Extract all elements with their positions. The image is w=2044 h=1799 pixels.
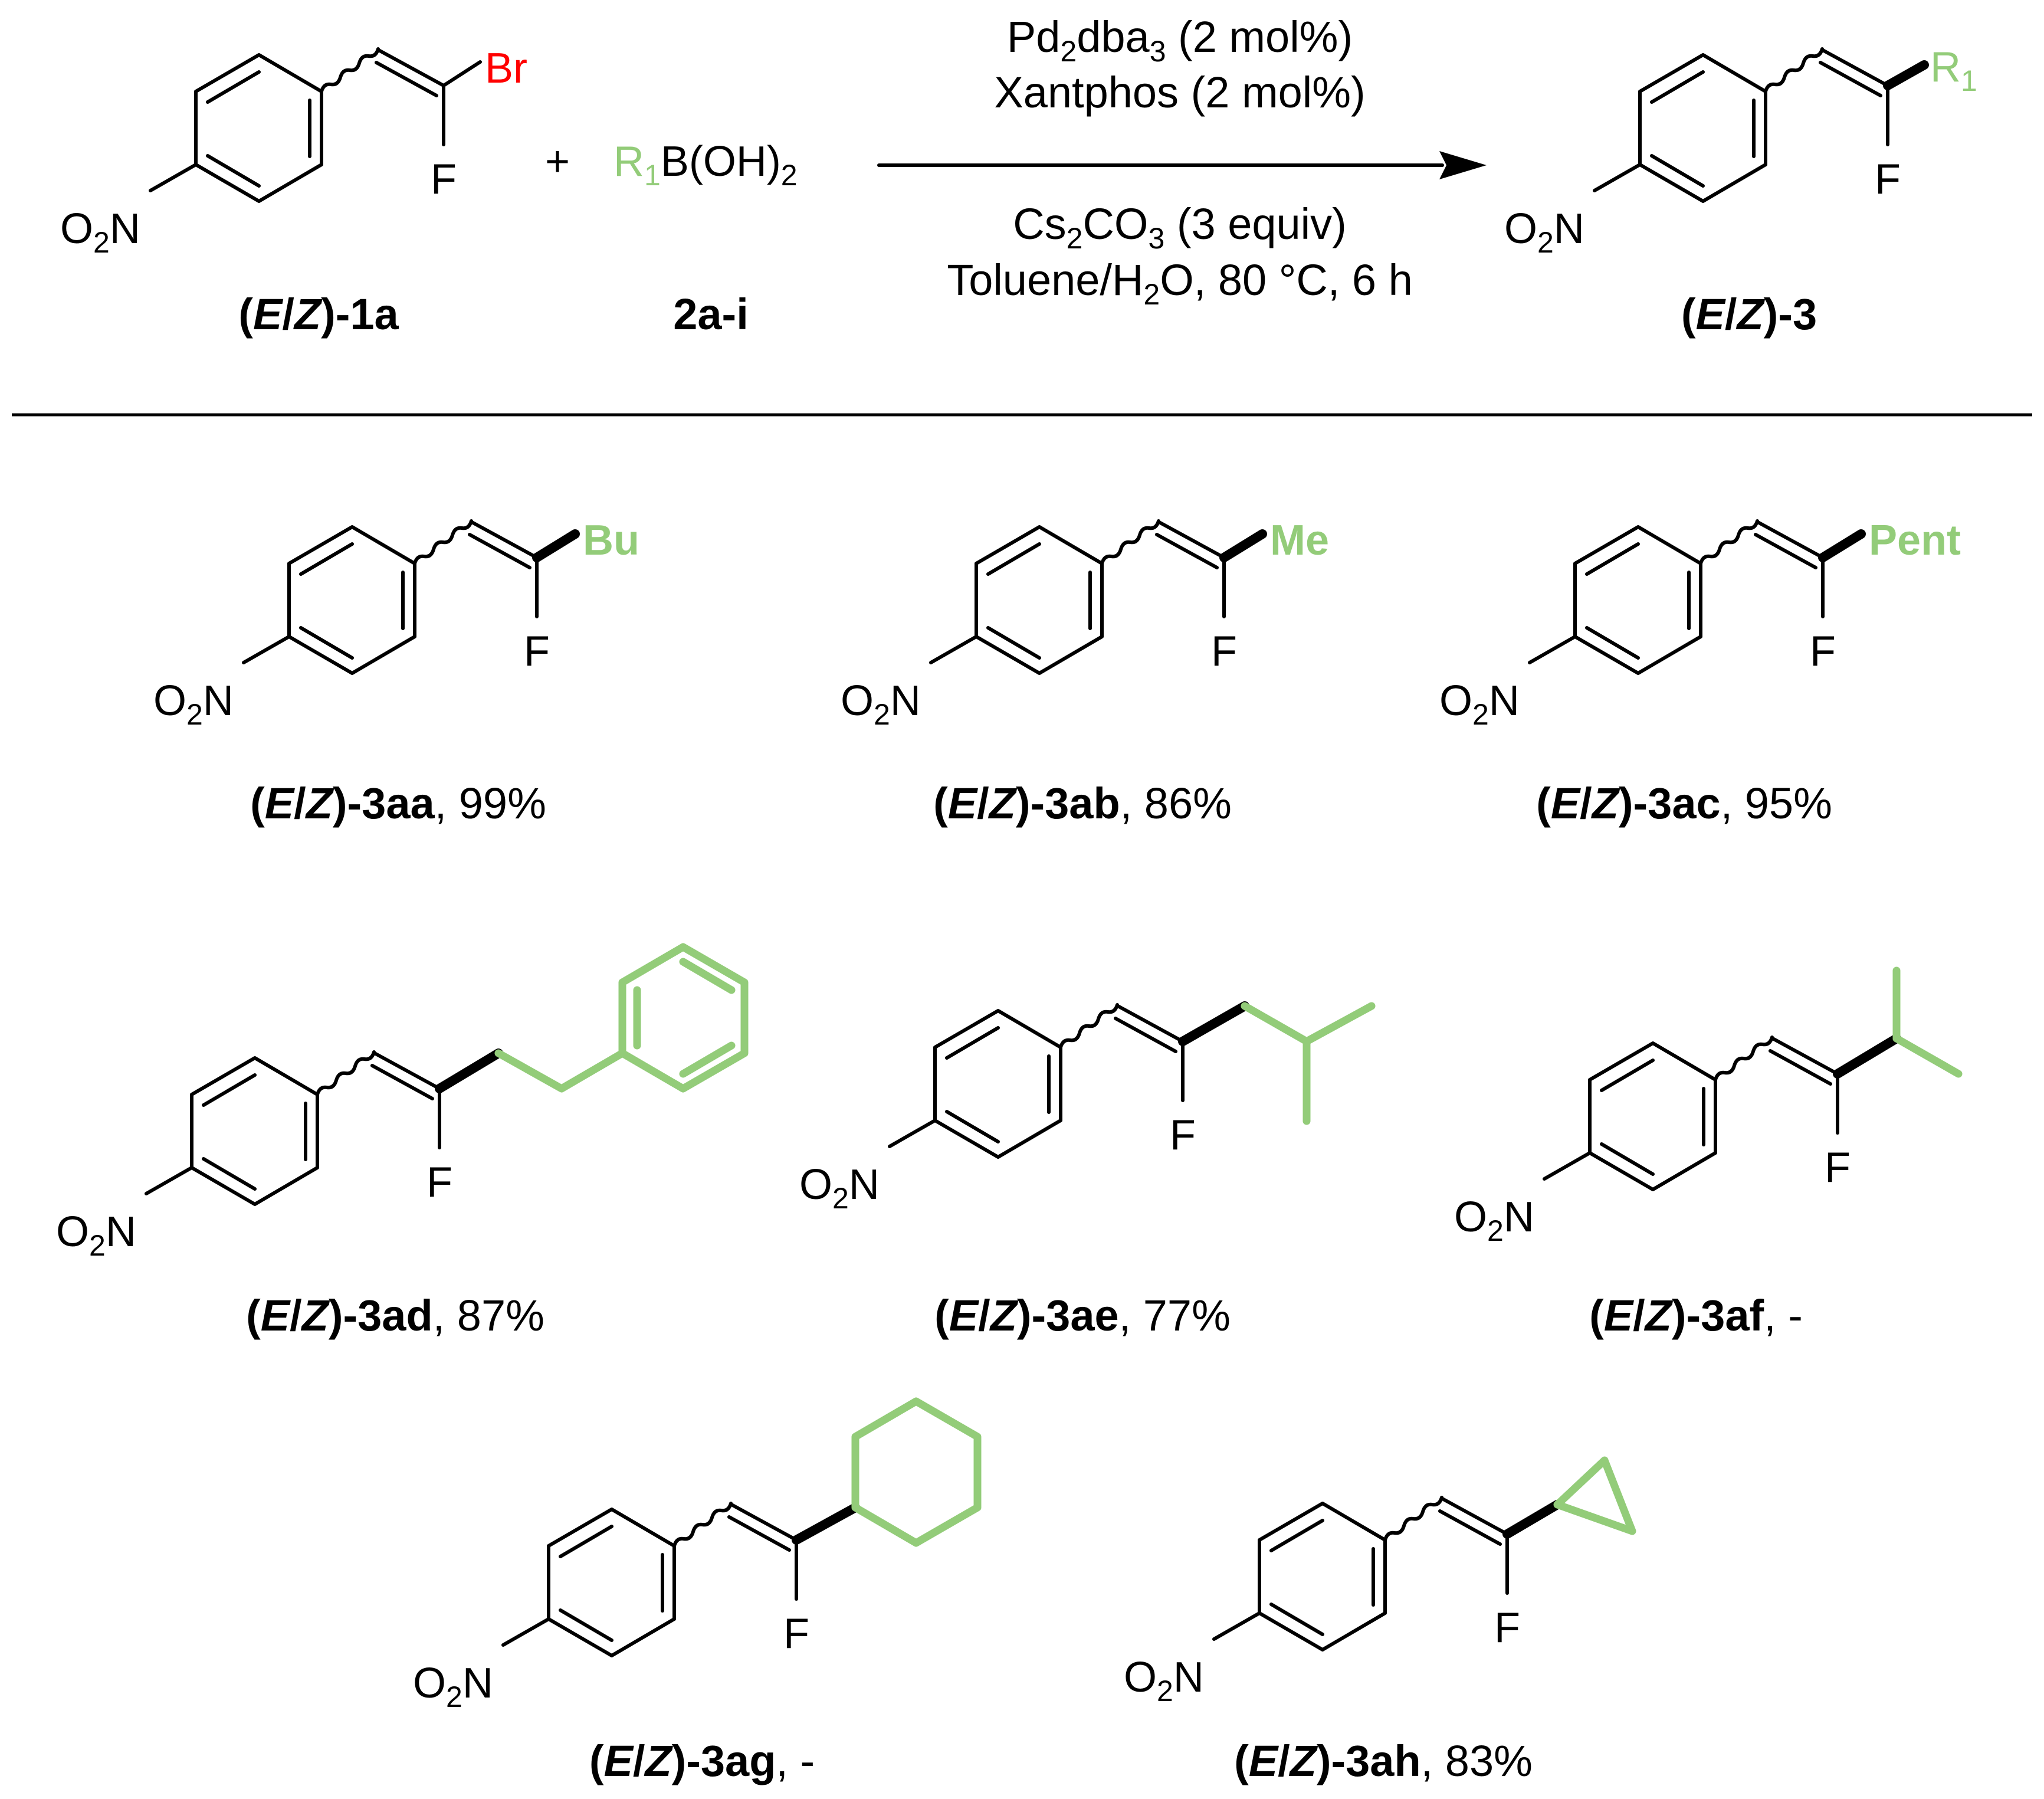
- reactant-1a-label: (E/Z)-1a: [238, 290, 399, 339]
- reaction-conditions: Pd2dba3 (2 mol%) Xantphos (2 mol%) Cs2CO…: [947, 12, 1413, 311]
- reactant-2-label: 2a-i: [673, 290, 749, 339]
- phenyl-ring: [618, 943, 749, 1093]
- product-3ag-label: (E/Z)-3ag, -: [589, 1736, 815, 1785]
- cyclopropyl-ring: [1553, 1456, 1636, 1535]
- fluorine-atom: F: [783, 1610, 809, 1657]
- boronic-acid: R1B(OH)2: [613, 138, 798, 192]
- product-3af-label: (E/Z)-3af, -: [1589, 1291, 1803, 1340]
- nitro-group: O2N: [56, 1208, 136, 1262]
- fluorine-atom: F: [1170, 1112, 1196, 1159]
- product-3ad: F O2N: [56, 943, 749, 1262]
- nitro-group: O2N: [1504, 205, 1584, 259]
- product-3: R1 F O2N: [1504, 44, 1977, 259]
- fluorine-atom: F: [1825, 1144, 1851, 1191]
- reaction-arrow: [877, 151, 1487, 179]
- product-3af: F O2N: [1454, 966, 1963, 1247]
- fluorine-atom: F: [426, 1159, 452, 1206]
- solvent-line: Toluene/H2O, 80 °C, 6 h: [947, 255, 1413, 311]
- catalyst-line: Pd2dba3 (2 mol%): [1007, 12, 1353, 68]
- product-3ab: Me F O2N: [841, 517, 1329, 731]
- product-3ae: F O2N: [799, 1001, 1376, 1215]
- product-3ag: F O2N: [413, 1397, 982, 1713]
- product-3ah: F O2N: [1124, 1456, 1636, 1708]
- fluorine-atom: F: [1211, 628, 1237, 675]
- isobutyl-chain: [1241, 1002, 1376, 1046]
- product-3aa-label: (E/Z)-3aa, 99%: [250, 779, 546, 828]
- product-3ad-label: (E/Z)-3ad, 87%: [246, 1291, 544, 1340]
- product-3ah-label: (E/Z)-3ah, 83%: [1234, 1736, 1533, 1785]
- bromine-atom: Br: [485, 45, 527, 92]
- product-3ae-label: (E/Z)-3ae, 77%: [934, 1291, 1231, 1340]
- nitro-group: O2N: [1454, 1194, 1534, 1247]
- pentyl-group: Pent: [1869, 517, 1961, 564]
- nitro-group: O2N: [799, 1161, 880, 1215]
- plus-sign: +: [545, 138, 570, 185]
- nitro-group: O2N: [60, 205, 140, 259]
- methyl-group: Me: [1270, 517, 1329, 564]
- product-3aa: Bu F O2N: [153, 517, 639, 731]
- fluorine-atom: F: [1494, 1604, 1520, 1651]
- product-3-label: (E/Z)-3: [1681, 290, 1817, 339]
- base-line: Cs2CO3 (3 equiv): [1013, 199, 1347, 255]
- fluorine-atom: F: [524, 628, 550, 675]
- r1-group: R1: [1930, 44, 1977, 97]
- fluorine-atom: F: [1875, 156, 1901, 203]
- nitro-group: O2N: [153, 677, 234, 731]
- phenethyl-chain: [494, 1049, 626, 1093]
- fluorine-atom: F: [1810, 628, 1836, 675]
- product-3ac-label: (E/Z)-3ac, 95%: [1536, 779, 1832, 828]
- nitro-group: O2N: [413, 1660, 493, 1713]
- product-3ab-label: (E/Z)-3ab, 86%: [933, 779, 1232, 828]
- ligand-line: Xantphos (2 mol%): [994, 68, 1365, 117]
- product-3ac: Pent F O2N: [1439, 517, 1961, 731]
- nitro-group: O2N: [841, 677, 921, 731]
- fluorine-atom: F: [431, 156, 457, 203]
- cyclohexyl-ring: [851, 1397, 982, 1547]
- nitro-group: O2N: [1439, 677, 1520, 731]
- butyl-group: Bu: [583, 517, 639, 564]
- reactant-1a: Br F O2N: [60, 45, 527, 259]
- nitro-group: O2N: [1124, 1654, 1204, 1708]
